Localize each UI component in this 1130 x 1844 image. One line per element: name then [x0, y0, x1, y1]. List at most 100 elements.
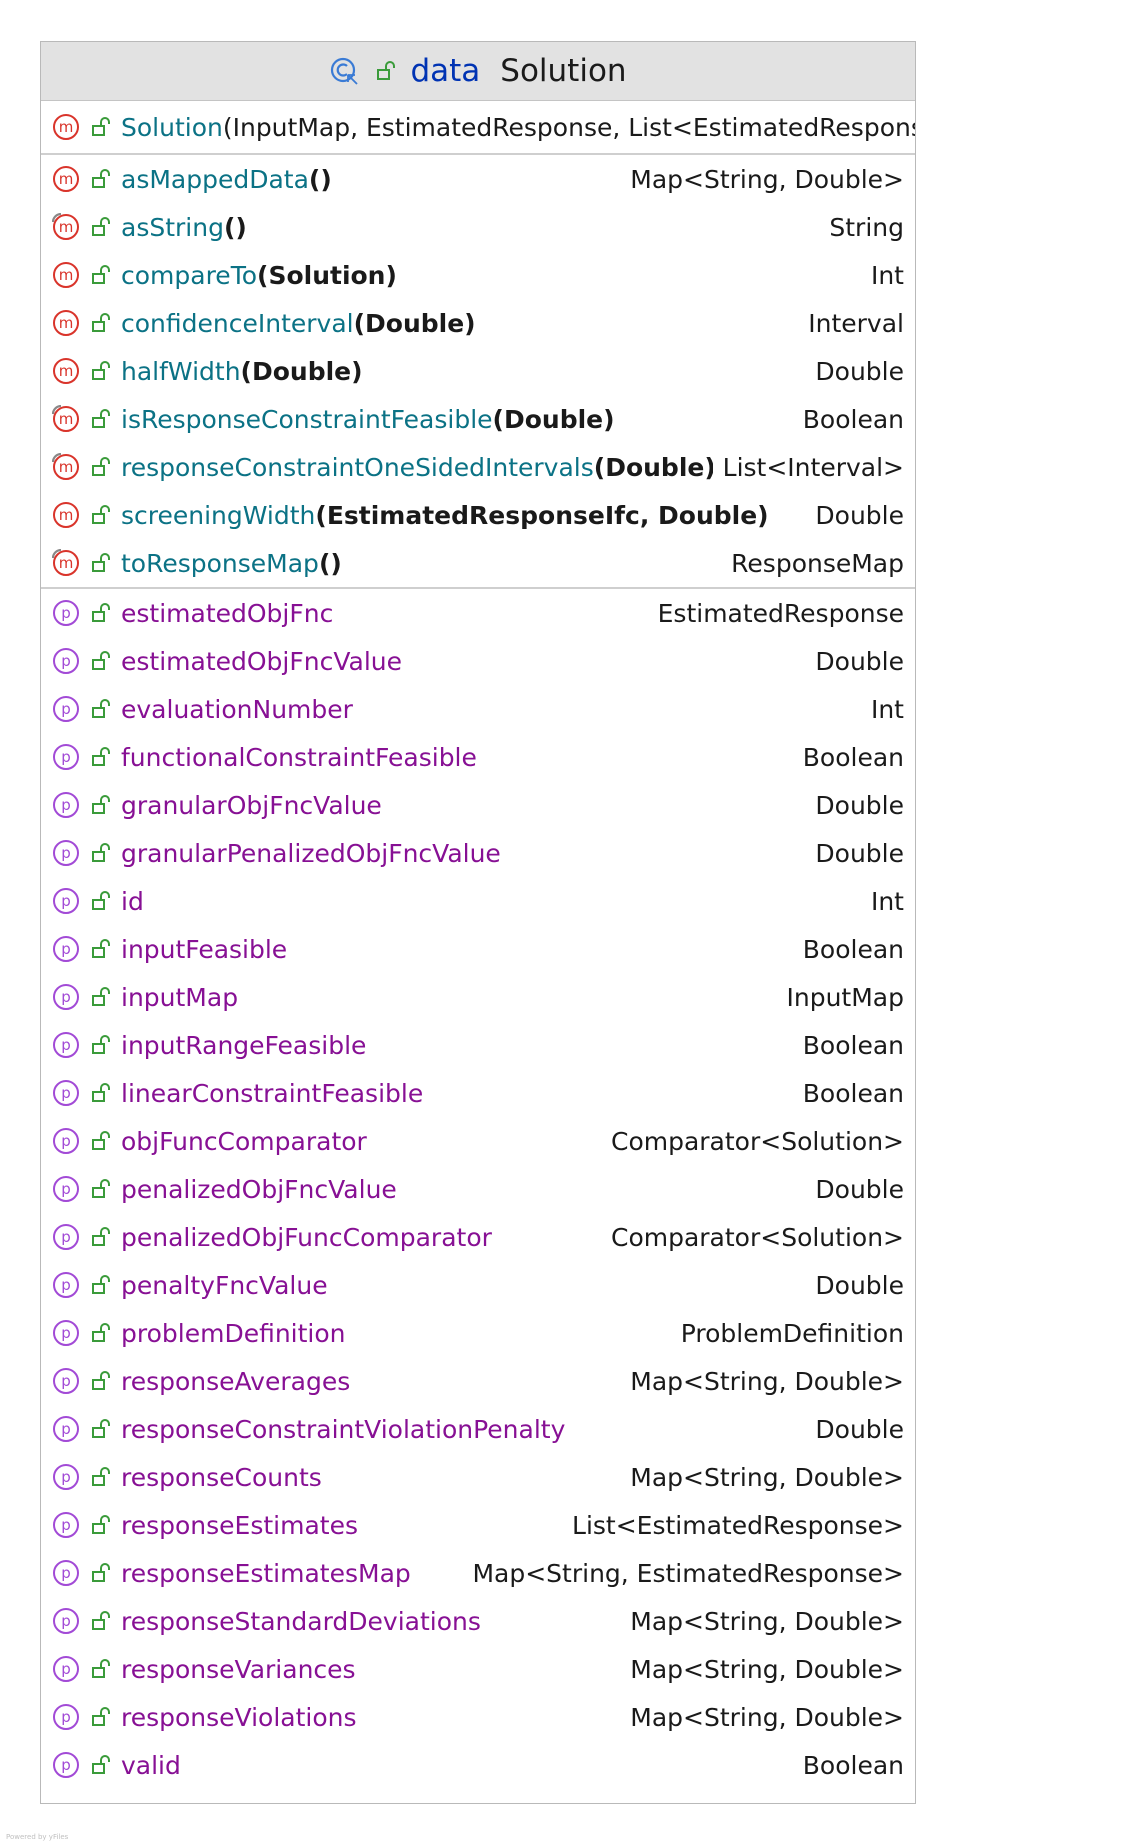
property-type: Double [815, 1174, 904, 1204]
svg-text:p: p [61, 1372, 71, 1390]
public-icon [92, 795, 110, 814]
property-type: Map<String, Double> [630, 1654, 904, 1684]
property-icon: p [53, 1560, 79, 1586]
property-signature: responseVariances [121, 1655, 620, 1684]
property-type: Boolean [802, 742, 904, 772]
class-header: data Solution [41, 42, 915, 101]
property-type: Double [815, 790, 904, 820]
property-signature: linearConstraintFeasible [121, 1079, 793, 1108]
property-name: penalizedObjFuncComparator [121, 1222, 492, 1252]
property-icon: p [53, 1080, 79, 1106]
public-icon [92, 1323, 110, 1342]
method-row[interactable]: m asMappedData() Map<String, Double> [41, 155, 915, 203]
property-icon: p [53, 840, 79, 866]
method-row[interactable]: m halfWidth(Double) Double [41, 347, 915, 395]
public-icon [92, 1755, 110, 1774]
method-icon: m [53, 502, 79, 528]
svg-text:p: p [61, 1468, 71, 1486]
method-signature: toResponseMap() [121, 549, 721, 578]
svg-text:m: m [59, 362, 74, 380]
return-type: Map<String, Double> [630, 164, 904, 194]
property-name: linearConstraintFeasible [121, 1078, 424, 1108]
method-params: (Double) [353, 308, 476, 338]
public-icon [92, 891, 110, 910]
property-type: Boolean [802, 934, 904, 964]
public-icon [92, 313, 110, 332]
method-signature: halfWidth(Double) [121, 357, 805, 386]
method-signature: asMappedData() [121, 165, 620, 194]
svg-text:p: p [61, 652, 71, 670]
svg-text:p: p [61, 1132, 71, 1150]
property-type: Map<String, Double> [630, 1606, 904, 1636]
property-signature: granularObjFncValue [121, 791, 805, 820]
property-name: penalizedObjFncValue [121, 1174, 397, 1204]
return-type: List<Interval> [722, 452, 904, 482]
return-type: Int [870, 260, 904, 290]
property-type: InputMap [786, 982, 905, 1012]
public-icon [92, 939, 110, 958]
property-type: ProblemDefinition [680, 1318, 904, 1348]
class-diagram-node[interactable]: data Solution m Solution(InputMap, Estim… [40, 41, 916, 1804]
svg-text:m: m [59, 410, 74, 428]
svg-text:m: m [59, 170, 74, 188]
method-name: responseConstraintOneSidedIntervals [121, 452, 594, 482]
public-icon [92, 1563, 110, 1582]
property-name: objFuncComparator [121, 1126, 367, 1156]
svg-text:p: p [61, 700, 71, 718]
return-type: Double [815, 500, 904, 530]
return-type: Double [815, 356, 904, 386]
public-icon [92, 1611, 110, 1630]
method-signature: responseConstraintOneSidedIntervals(Doub… [121, 453, 713, 482]
public-icon [92, 1371, 110, 1390]
property-signature: objFuncComparator [121, 1127, 601, 1156]
return-type: Interval [808, 308, 904, 338]
property-icon: p [53, 1752, 79, 1778]
public-icon [92, 1467, 110, 1486]
public-icon [92, 553, 110, 572]
constructor-row[interactable]: m Solution(InputMap, EstimatedResponse, … [41, 101, 915, 155]
svg-text:p: p [61, 1276, 71, 1294]
property-name: functionalConstraintFeasible [121, 742, 477, 772]
public-icon [92, 1035, 110, 1054]
public-icon [92, 1275, 110, 1294]
public-icon [92, 505, 110, 524]
property-signature: inputMap [121, 983, 777, 1012]
property-signature: responseViolations [121, 1703, 620, 1732]
method-params: () [223, 212, 247, 242]
property-signature: responseAverages [121, 1367, 620, 1396]
property-signature: valid [121, 1751, 793, 1780]
property-name: responseStandardDeviations [121, 1606, 481, 1636]
